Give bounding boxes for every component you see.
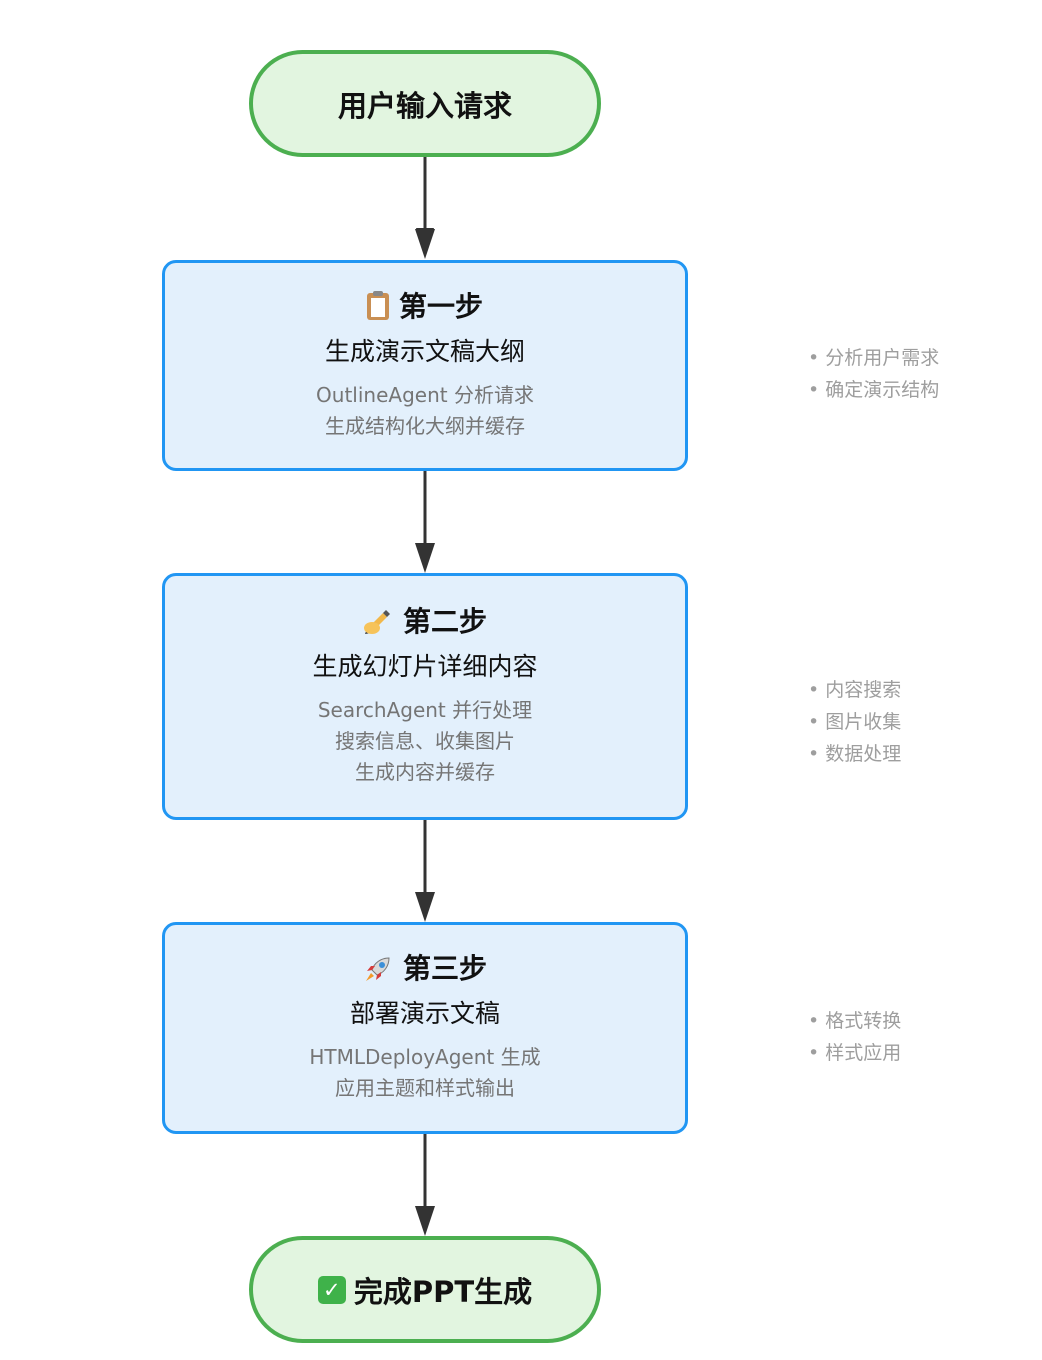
step-2-box: 第二步 生成幻灯片详细内容 SearchAgent 并行处理 搜索信息、收集图片… — [162, 573, 688, 820]
step-3-box: 第三步 部署演示文稿 HTMLDeployAgent 生成 应用主题和样式输出 — [162, 922, 688, 1134]
step-2-desc-line: SearchAgent 并行处理 — [317, 698, 533, 722]
step-2-notes: •内容搜索 •图片收集 •数据处理 — [808, 674, 901, 770]
step-2-title: 第二步 — [402, 605, 487, 638]
writing-hand-icon — [363, 607, 393, 637]
step-1-notes: •分析用户需求 •确定演示结构 — [808, 342, 939, 406]
step-1-box: 第一步 生成演示文稿大纲 OutlineAgent 分析请求 生成结构化大纲并缓… — [162, 260, 688, 471]
step-3-desc-line: HTMLDeployAgent 生成 — [309, 1045, 541, 1069]
note-item: •确定演示结构 — [808, 379, 940, 401]
clipboard-icon — [366, 291, 389, 320]
step-2-title-row: 第二步 — [363, 605, 487, 639]
step-1-description: OutlineAgent 分析请求 生成结构化大纲并缓存 — [316, 380, 534, 442]
rocket-icon — [363, 954, 393, 984]
step-3-notes: •格式转换 •样式应用 — [808, 1005, 901, 1069]
bullet-icon: • — [808, 711, 820, 733]
bullet-icon: • — [808, 743, 820, 765]
arrowhead-step3 — [415, 892, 435, 922]
end-node: ✓ 完成PPT生成 — [249, 1236, 601, 1343]
step-3-description: HTMLDeployAgent 生成 应用主题和样式输出 — [309, 1042, 540, 1104]
bullet-icon: • — [808, 1010, 820, 1032]
step-1-title: 第一步 — [398, 289, 483, 323]
arrowhead-end — [415, 1206, 435, 1236]
start-label: 用户输入请求 — [337, 88, 512, 123]
note-item: •格式转换 — [808, 1010, 902, 1032]
note-item: •内容搜索 — [808, 679, 902, 701]
start-node: 用户输入请求 — [249, 50, 601, 157]
bullet-icon: • — [808, 347, 820, 369]
step-1-title-row: 第一步 — [366, 289, 483, 324]
note-item: •数据处理 — [808, 743, 902, 765]
arrowhead-step1 — [415, 229, 435, 259]
note-item: •样式应用 — [808, 1042, 902, 1064]
bullet-icon: • — [808, 1042, 820, 1064]
step-2-desc-line: 生成内容并缓存 — [355, 760, 495, 784]
step-2-heading: 生成幻灯片详细内容 — [312, 652, 538, 681]
note-item: •图片收集 — [808, 711, 902, 733]
arrowhead-step2 — [415, 543, 435, 573]
note-item: •分析用户需求 — [808, 347, 940, 369]
step-2-description: SearchAgent 并行处理 搜索信息、收集图片 生成内容并缓存 — [318, 695, 532, 788]
step-3-title-row: 第三步 — [363, 952, 487, 986]
step-1-desc-line: 生成结构化大纲并缓存 — [324, 413, 525, 438]
step-3-desc-line: 应用主题和样式输出 — [335, 1076, 515, 1100]
bullet-icon: • — [808, 379, 820, 401]
step-3-title: 第三步 — [402, 952, 487, 985]
step-1-heading: 生成演示文稿大纲 — [324, 336, 525, 366]
step-3-heading: 部署演示文稿 — [349, 999, 500, 1028]
step-2-desc-line: 搜索信息、收集图片 — [335, 729, 515, 753]
check-mark-icon: ✓ — [317, 1275, 346, 1304]
bullet-icon: • — [808, 679, 820, 701]
step-1-desc-line: OutlineAgent 分析请求 — [316, 382, 534, 407]
end-label: 完成PPT生成 — [353, 1274, 533, 1309]
